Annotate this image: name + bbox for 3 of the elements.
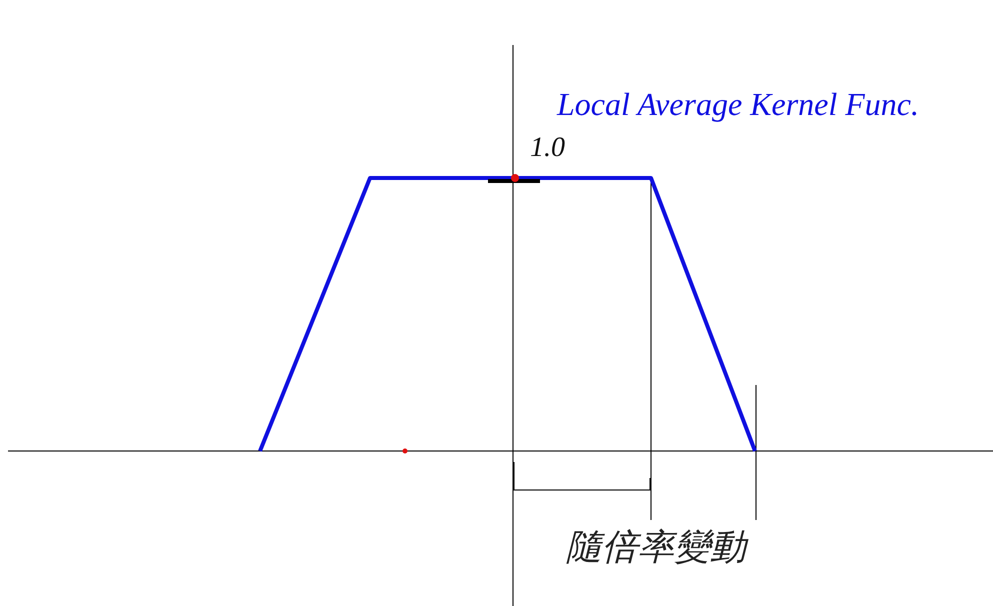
chart-title: Local Average Kernel Func. bbox=[557, 88, 919, 120]
value-label: 1.0 bbox=[530, 134, 565, 162]
annotation-text: 隨倍率變動 bbox=[566, 530, 746, 566]
